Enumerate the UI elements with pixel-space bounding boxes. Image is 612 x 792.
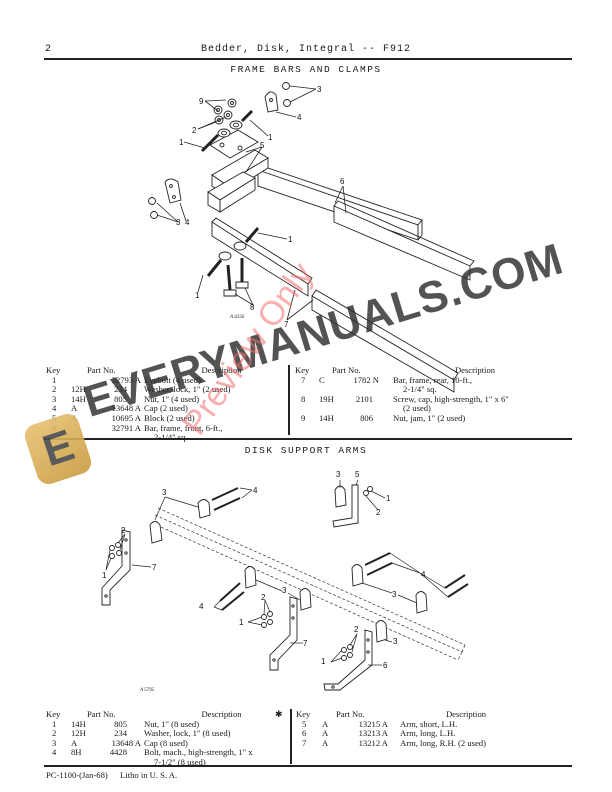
table-row: 8 19H 2101 Screw, cap, high-strength, 1"… bbox=[301, 393, 509, 404]
table-row: 1 14H 805 Nut, 1" (8 used) bbox=[52, 718, 200, 729]
svg-text:2: 2 bbox=[121, 526, 126, 535]
parts-list-disk-right: Key Part No. Description 5 A 13215 A Arm… bbox=[296, 709, 586, 748]
svg-text:7: 7 bbox=[152, 563, 157, 572]
svg-text:4: 4 bbox=[297, 113, 302, 122]
col-description-header: Description bbox=[201, 365, 242, 375]
table-row: 2 12H 234 Washer, lock, 1" (2 used) bbox=[52, 384, 231, 395]
column-divider bbox=[290, 709, 292, 764]
svg-text:4: 4 bbox=[185, 218, 190, 227]
figure-id-frame: A 4336 bbox=[229, 315, 245, 320]
table-row: 4 A 13648 A Cap (2 used) bbox=[52, 403, 188, 414]
svg-text:7: 7 bbox=[303, 639, 308, 648]
table-row: 9 14H 806 Nut, jam, 1" (2 used) bbox=[301, 412, 466, 423]
logo-e-icon: E bbox=[36, 420, 81, 477]
svg-text:3: 3 bbox=[317, 85, 322, 94]
svg-text:5: 5 bbox=[260, 141, 265, 150]
footer: PC-1100-(Jan-68) Litho in U. S. A. bbox=[46, 770, 177, 780]
svg-text:2: 2 bbox=[192, 126, 197, 135]
parts-list-disk-left: Key Part No. Description 1 14H 805 Nut, … bbox=[46, 709, 291, 768]
svg-text:2: 2 bbox=[354, 625, 359, 634]
table-row: 3 A 13648 A Cap (8 used) bbox=[52, 737, 188, 748]
svg-text:2: 2 bbox=[261, 593, 266, 602]
table-row: 2 12H 234 Washer, lock, 1" (8 used) bbox=[52, 728, 231, 739]
svg-text:1: 1 bbox=[102, 571, 107, 580]
svg-text:2: 2 bbox=[376, 508, 381, 517]
svg-text:3: 3 bbox=[392, 590, 397, 599]
page-number: 2 bbox=[45, 44, 52, 55]
footer-rule bbox=[44, 765, 572, 767]
figure-id-disk: A 5795 bbox=[139, 688, 155, 693]
svg-text:7: 7 bbox=[284, 320, 289, 329]
svg-text:1: 1 bbox=[288, 235, 293, 244]
svg-text:1: 1 bbox=[268, 133, 273, 142]
table-row: 4 8H 4428 Bolt, mach., high-strength, 1"… bbox=[52, 747, 253, 758]
svg-text:5: 5 bbox=[355, 470, 360, 479]
footer-printed: Litho in U. S. A. bbox=[120, 770, 178, 780]
parts-list-frame-right: Key Part No. Description 7 C 1782 N Bar,… bbox=[295, 365, 585, 424]
svg-text:1: 1 bbox=[386, 494, 391, 503]
svg-text:3: 3 bbox=[336, 470, 341, 479]
section-title-disk-support-arms: DISK SUPPORT ARMS bbox=[244, 445, 368, 456]
table-row: 3 14H 805 Nut, 1" (4 used) bbox=[52, 393, 200, 404]
table-row: 1 32793 A Eyebolt (4 used) bbox=[52, 374, 201, 385]
table-row: 6 A 13213 A Arm, long, L.H. bbox=[302, 728, 456, 739]
svg-text:3: 3 bbox=[162, 488, 167, 497]
header-rule bbox=[44, 58, 572, 60]
svg-text:4: 4 bbox=[421, 570, 426, 579]
bullet-mark: ✱ bbox=[275, 710, 283, 720]
svg-text:4: 4 bbox=[253, 486, 258, 495]
svg-text:6: 6 bbox=[383, 661, 388, 670]
svg-text:4: 4 bbox=[199, 602, 204, 611]
col-partno-header: Part No. bbox=[87, 365, 116, 375]
svg-text:9: 9 bbox=[199, 97, 204, 106]
svg-text:3: 3 bbox=[176, 218, 181, 227]
svg-text:1: 1 bbox=[179, 138, 184, 147]
svg-text:8: 8 bbox=[250, 303, 255, 312]
table-row: 7 A 13212 A Arm, long, R.H. (2 used) bbox=[302, 737, 486, 748]
column-divider bbox=[288, 365, 290, 435]
svg-text:3: 3 bbox=[393, 637, 398, 646]
table-row: 7 C 1782 N Bar, frame, rear, 10-ft., bbox=[301, 374, 473, 385]
col-key-header: Key bbox=[46, 365, 61, 375]
svg-text:6: 6 bbox=[340, 177, 345, 186]
svg-text:1: 1 bbox=[239, 618, 244, 627]
svg-text:1: 1 bbox=[321, 657, 326, 666]
svg-text:1: 1 bbox=[195, 291, 200, 300]
section-divider bbox=[44, 438, 572, 440]
section-title-frame-bars: FRAME BARS AND CLAMPS bbox=[230, 64, 382, 75]
footer-code: PC-1100-(Jan-68) bbox=[46, 770, 108, 780]
svg-text:3: 3 bbox=[282, 586, 287, 595]
document-title: Bedder, Disk, Integral -- F912 bbox=[200, 44, 412, 55]
table-row: 5 A 13215 A Arm, short, L.H. bbox=[302, 718, 458, 729]
